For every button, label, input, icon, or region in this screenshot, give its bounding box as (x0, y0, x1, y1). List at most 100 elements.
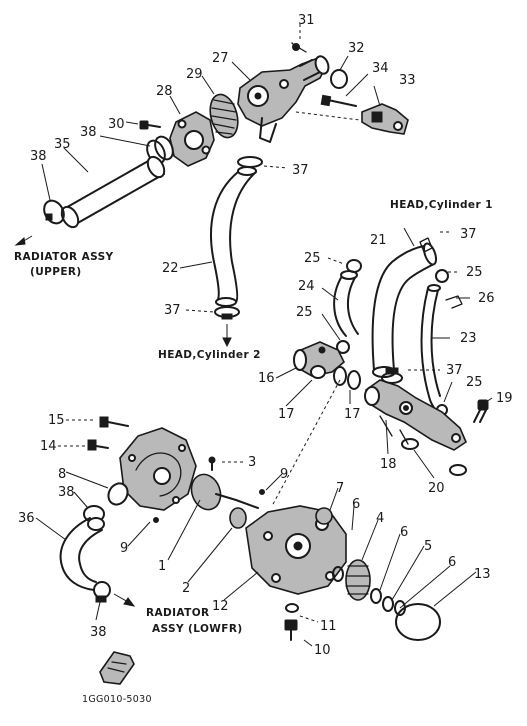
gasket-11 (285, 603, 299, 613)
o-ring-20-b (449, 464, 467, 476)
clamp-25-b (435, 269, 449, 283)
pin-9-upper (259, 489, 265, 495)
part-label-20: 20 (428, 481, 445, 496)
o-ring-13 (395, 603, 441, 641)
part-label-9-lower: 9 (120, 541, 128, 556)
part-label-7: 7 (336, 481, 344, 496)
bracket-sketch (99, 651, 135, 685)
part-label-25-a: 25 (304, 251, 321, 266)
leader-lines (35, 24, 493, 647)
part-label-3: 3 (248, 455, 256, 470)
part-label-11: 11 (320, 619, 337, 634)
part-label-21: 21 (370, 233, 387, 248)
part-label-23: 23 (460, 331, 477, 346)
caption-radiator-lower: RADIATOR (146, 607, 210, 619)
part-label-29: 29 (186, 67, 203, 82)
clip-26 (445, 295, 463, 309)
part-label-38-pump: 38 (58, 485, 75, 500)
hose-cylinder-1 (371, 242, 438, 378)
pump-housing (245, 505, 347, 595)
part-label-33: 33 (399, 73, 416, 88)
pump-cover (107, 427, 197, 511)
part-label-38-upper: 38 (80, 125, 97, 140)
part-label-35: 35 (54, 137, 71, 152)
part-label-32: 32 (348, 41, 365, 56)
bolt-34 (327, 99, 357, 107)
caption-radiator-upper: RADIATOR ASSY (14, 251, 114, 263)
pin-9-lower (153, 517, 159, 523)
part-label-15: 15 (48, 413, 65, 428)
part-label-37-right: 37 (446, 363, 463, 378)
part-label-24: 24 (298, 279, 315, 294)
circlip-6-b (370, 588, 382, 604)
part-label-22: 22 (162, 261, 179, 276)
part-label-37-top: 37 (292, 163, 309, 178)
mechanical-seal (229, 507, 247, 529)
part-label-25-b: 25 (466, 265, 483, 280)
part-label-14: 14 (40, 439, 57, 454)
o-ring-20-a (401, 438, 419, 450)
drawing-code: 1GG010-5030 (82, 694, 152, 705)
coolant-pipe-18 (364, 379, 467, 451)
gear-7 (315, 507, 333, 525)
drain-bolt-19 (473, 399, 489, 423)
impeller-shaft (190, 473, 259, 511)
part-label-16: 16 (258, 371, 275, 386)
part-label-6-a: 6 (352, 497, 360, 512)
clamp-25-c (336, 340, 350, 354)
clamp-25-a (346, 259, 362, 273)
part-label-8: 8 (58, 467, 66, 482)
part-label-38-bottom: 38 (90, 625, 107, 640)
caption-head-cylinder-2: HEAD,Cylinder 2 (158, 349, 261, 361)
part-label-17-a: 17 (278, 407, 295, 422)
part-label-34: 34 (372, 61, 389, 76)
caption-radiator-lower-sub: ASSY (LOWFR) (152, 623, 243, 635)
part-label-6-b: 6 (400, 525, 408, 540)
radiator-upper-hose (43, 155, 166, 229)
thermostat-housing (169, 111, 215, 167)
part-label-10: 10 (314, 643, 331, 658)
thermostat (209, 93, 239, 139)
part-label-19: 19 (496, 391, 513, 406)
part-label-26: 26 (478, 291, 495, 306)
part-label-37-cyl1: 37 (460, 227, 477, 242)
part-label-5: 5 (424, 539, 432, 554)
part-label-13: 13 (474, 567, 491, 582)
part-number-labels: 31 32 27 34 33 29 28 30 38 35 38 37 37 2… (18, 13, 513, 658)
part-label-37-left: 37 (164, 303, 181, 318)
bolt-14 (87, 439, 109, 451)
part-label-17-b: 17 (344, 407, 361, 422)
thermostat-cover (237, 57, 327, 127)
hose-cylinder-2 (210, 166, 257, 307)
breather-pipe (420, 284, 441, 415)
clip-37-upper (419, 237, 433, 253)
part-label-4: 4 (376, 511, 384, 526)
part-label-1: 1 (158, 559, 166, 574)
part-label-2: 2 (182, 581, 190, 596)
part-label-18: 18 (380, 457, 397, 472)
part-label-27: 27 (212, 51, 229, 66)
bypass-hose (333, 270, 359, 337)
hose-clamp-37-top (237, 156, 263, 168)
part-label-36: 36 (18, 511, 35, 526)
radiator-lower-hose (59, 517, 105, 591)
part-label-9-upper: 9 (280, 467, 288, 482)
inlet-pipe (293, 341, 345, 379)
part-label-25-c: 25 (296, 305, 313, 320)
part-label-12: 12 (212, 599, 229, 614)
destination-captions: RADIATOR ASSY (UPPER) HEAD,Cylinder 1 HE… (14, 199, 492, 635)
hose-clamp-38-lower (43, 199, 65, 225)
o-ring-17-b (347, 370, 361, 390)
o-ring-32 (330, 69, 348, 89)
screw-30 (139, 120, 161, 130)
drive-gear-4 (345, 559, 371, 601)
part-label-30: 30 (108, 117, 125, 132)
part-label-28: 28 (156, 84, 173, 99)
caption-radiator-upper-sub: (UPPER) (30, 266, 82, 278)
drain-bolt-10 (284, 619, 298, 641)
thermostat-housing-group (139, 42, 409, 167)
washer-5 (382, 596, 394, 612)
part-label-6-c: 6 (448, 555, 456, 570)
